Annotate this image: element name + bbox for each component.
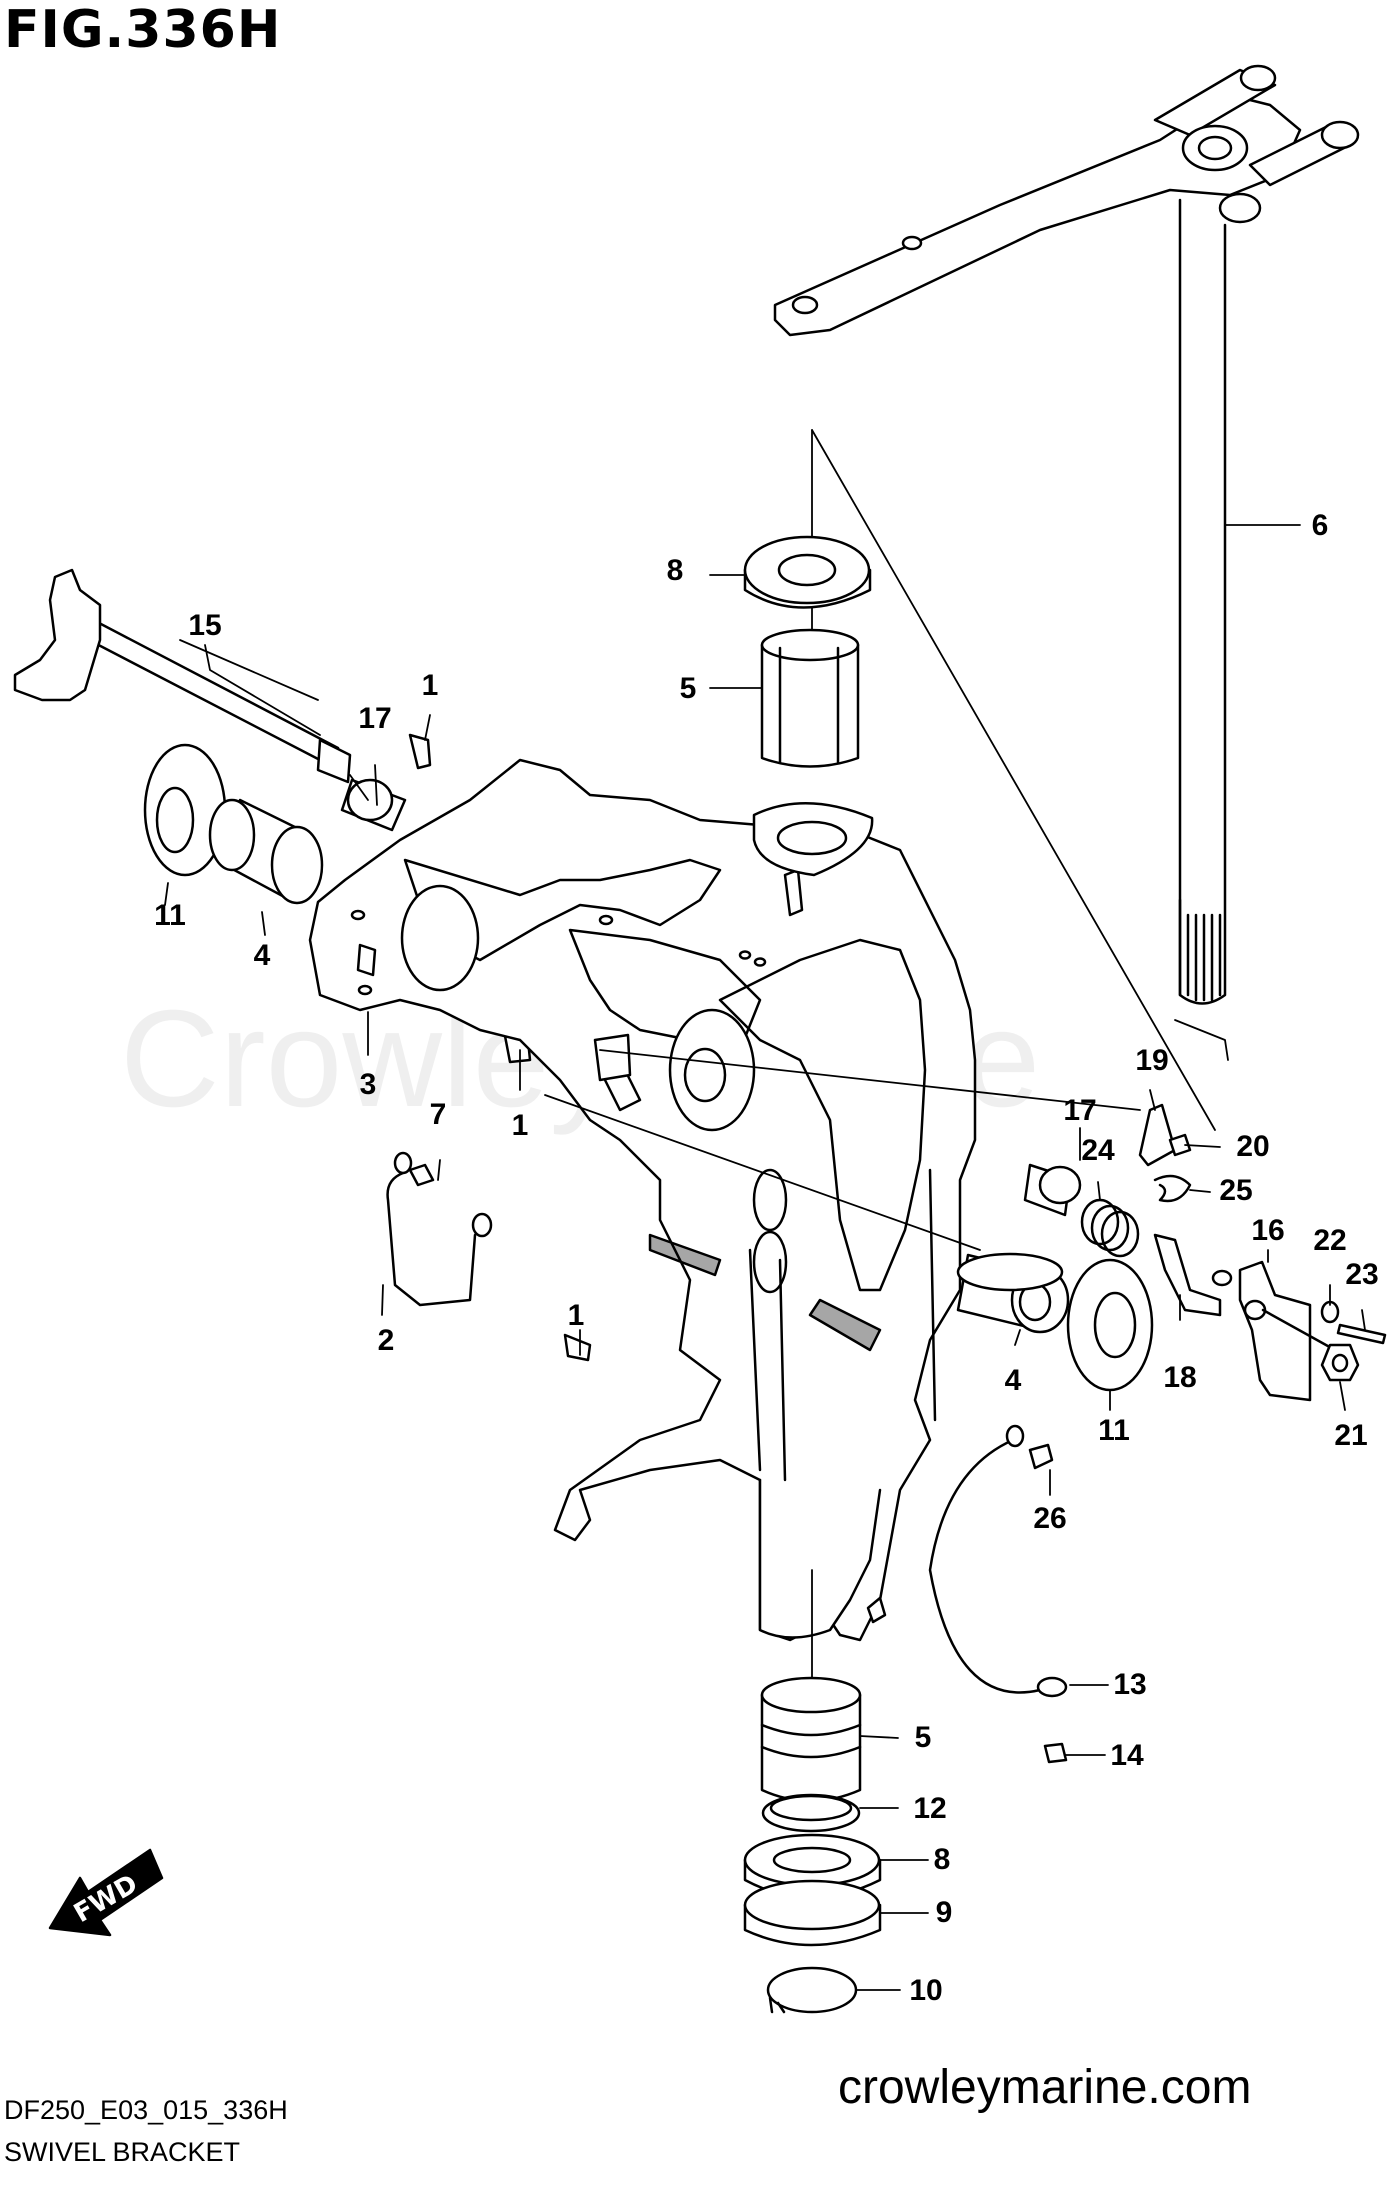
callout-24: 24: [1081, 1134, 1115, 1167]
collar-17-top: [340, 778, 407, 832]
callout-11: 11: [1098, 1414, 1130, 1447]
bolt-26: [1028, 1443, 1054, 1470]
callout-23: 23: [1345, 1258, 1378, 1291]
thrust-washer-upper: [743, 535, 872, 609]
site-url[interactable]: crowleymarine.com: [838, 2061, 1252, 2114]
pivot-pin: [13, 568, 352, 784]
grease-nipple-top: [408, 733, 432, 770]
callout-5: 5: [680, 672, 697, 705]
callout-19: 19: [1135, 1044, 1168, 1077]
bushing-left: [208, 798, 324, 905]
callout-17: 17: [1063, 1094, 1096, 1127]
washer-right: [1066, 1258, 1154, 1392]
callout-15: 15: [188, 609, 221, 642]
figure-title: FIG.336H: [4, 0, 282, 60]
callout-labels: 15 17 1 11 4 3 1 7 2 1 8 5 6 19 17 24 20…: [154, 509, 1379, 2007]
figure-code: DF250_E03_015_336H: [4, 2095, 288, 2125]
bolt-14: [1043, 1742, 1068, 1764]
callout-16: 16: [1251, 1214, 1284, 1247]
callout-14: 14: [1110, 1739, 1144, 1772]
callout-1: 1: [568, 1299, 585, 1332]
callout-9: 9: [936, 1896, 953, 1929]
figure-name: SWIVEL BRACKET: [4, 2137, 241, 2167]
bracket-19: [1138, 1103, 1177, 1167]
callout-13: 13: [1113, 1668, 1146, 1701]
callout-11: 11: [154, 899, 186, 932]
callout-3: 3: [360, 1068, 377, 1101]
bolt-20: [1168, 1133, 1192, 1157]
swivel-bracket-body: [308, 758, 977, 1642]
callout-22: 22: [1313, 1224, 1346, 1257]
fwd-arrow: [48, 1848, 164, 1937]
callout-4: 4: [254, 939, 271, 972]
collar-17-right: [1023, 1163, 1082, 1217]
callout-6: 6: [1312, 509, 1329, 542]
ground-strap-2: [386, 1171, 487, 1307]
callout-7: 7: [430, 1098, 447, 1131]
spring-25: [1153, 1174, 1192, 1203]
callout-1: 1: [422, 669, 439, 702]
callout-20: 20: [1236, 1130, 1269, 1163]
bushing-right: [956, 1252, 1070, 1334]
lower-spindle-boss: [758, 1478, 882, 1639]
callout-25: 25: [1219, 1174, 1252, 1207]
nut-21: [1320, 1343, 1360, 1382]
bushing-lower: [760, 1676, 862, 1803]
callout-26: 26: [1033, 1502, 1066, 1535]
callout-2: 2: [378, 1324, 395, 1357]
spring-24: [1080, 1198, 1140, 1258]
callout-8: 8: [934, 1843, 951, 1876]
snap-ring-10: [766, 1966, 858, 2014]
bushing-upper: [760, 628, 860, 768]
grease-nipple-low: [563, 1333, 592, 1362]
callout-21: 21: [1334, 1419, 1367, 1452]
seal-ring-12: [761, 1793, 861, 1833]
leader-lines: [164, 524, 1366, 1991]
callout-12: 12: [913, 1792, 946, 1825]
callout-4: 4: [1005, 1364, 1022, 1397]
ground-cable-13: [928, 1438, 1042, 1694]
bolt-7: [408, 1163, 435, 1187]
callout-5: 5: [915, 1721, 932, 1754]
callout-1: 1: [512, 1109, 529, 1142]
plate-9: [743, 1879, 882, 1947]
callout-10: 10: [909, 1974, 942, 2007]
callout-18: 18: [1163, 1361, 1196, 1394]
cotter-pin-23: [1336, 1323, 1387, 1345]
lever-18: [1153, 1233, 1222, 1317]
steering-arm-and-shaft: [773, 64, 1360, 1005]
callout-8: 8: [667, 554, 684, 587]
callout-17: 17: [358, 702, 391, 735]
